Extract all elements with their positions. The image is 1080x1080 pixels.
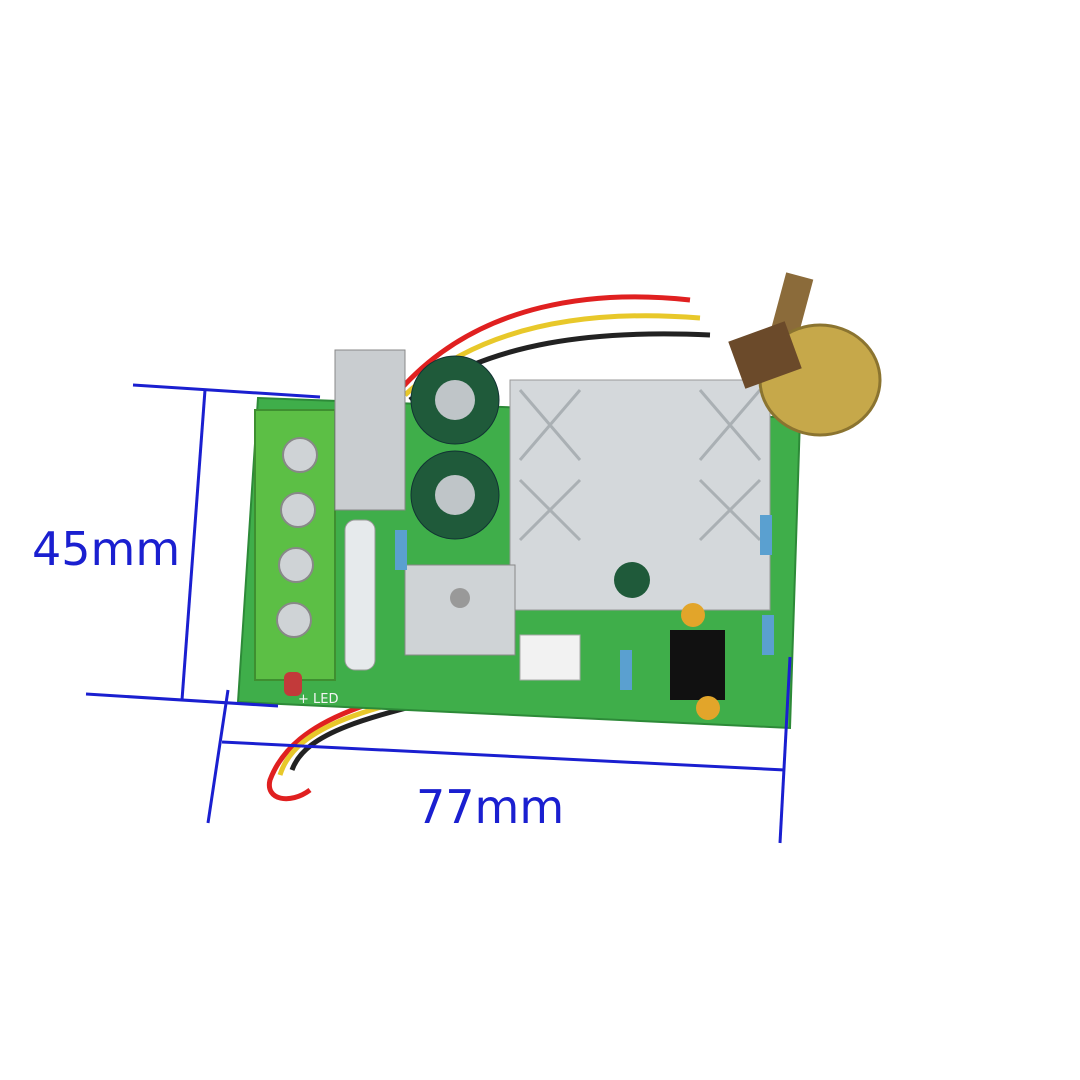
height-dimension-label: 45mm xyxy=(32,522,181,576)
width-extension-right xyxy=(778,656,792,844)
width-dimension-line xyxy=(221,740,786,772)
height-extension-top xyxy=(132,383,321,399)
width-extension-left xyxy=(206,689,230,824)
led-silkscreen-label: + LED xyxy=(298,692,339,707)
width-dimension-label: 77mm xyxy=(416,780,565,834)
height-dimension-line xyxy=(180,389,207,701)
